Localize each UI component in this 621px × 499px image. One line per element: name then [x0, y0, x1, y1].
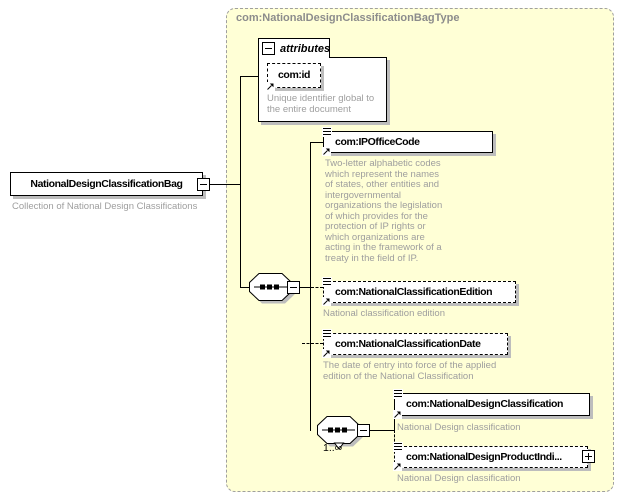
- reference-arrow-icon: [322, 147, 331, 156]
- attribute-label: com:id: [277, 69, 311, 81]
- connector-line-optional: [394, 430, 395, 446]
- annotation-lines-icon: [322, 277, 332, 287]
- attribute-com-id[interactable]: com:id: [266, 63, 321, 91]
- reference-arrow-icon: [393, 462, 402, 471]
- connector-line: [210, 184, 241, 185]
- connector-line: [240, 287, 251, 288]
- element-description: National Design classification: [397, 473, 521, 484]
- element-description: Collection of National Design Classifica…: [12, 201, 198, 212]
- collapse-icon[interactable]: [262, 42, 275, 55]
- connector-line: [310, 142, 323, 143]
- connector-line: [370, 430, 394, 431]
- annotation-lines-icon: [322, 329, 332, 339]
- connector-line: [240, 76, 241, 288]
- reference-arrow-icon: [322, 349, 331, 358]
- element-ip-office-code[interactable]: com:IPOfficeCode: [322, 127, 493, 156]
- complex-type-title: com:NationalDesignClassificationBagType: [236, 12, 460, 24]
- element-label: com:NationalClassificationEdition: [335, 286, 493, 298]
- collapse-icon[interactable]: [287, 281, 300, 294]
- annotation-lines-icon: [393, 389, 403, 399]
- sequence-icon[interactable]: [249, 273, 297, 307]
- connector-line-optional: [302, 343, 323, 344]
- reference-arrow-icon: [322, 297, 331, 306]
- connector-line: [300, 287, 311, 288]
- element-national-design-product-indication[interactable]: com:NationalDesignProductIndi...: [393, 442, 588, 471]
- element-national-design-classification-bag[interactable]: NationalDesignClassificationBag: [10, 172, 203, 196]
- element-national-design-classification[interactable]: com:NationalDesignClassification: [393, 389, 590, 419]
- element-label: com:NationalDesignProductIndi...: [406, 451, 562, 463]
- annotation-lines-icon: [393, 442, 403, 452]
- connector-line: [310, 142, 311, 431]
- element-description: The date of entry into force of the appl…: [323, 360, 497, 382]
- attributes-group-header[interactable]: attributes: [258, 38, 330, 58]
- occurrence-label: 1..∞: [323, 442, 343, 454]
- element-description: Two-letter alphabetic codes which repres…: [325, 158, 443, 264]
- element-label: NationalDesignClassificationBag: [30, 178, 183, 190]
- attribute-description: Unique identifier global to the entire d…: [267, 93, 375, 115]
- element-label: com:NationalDesignClassification: [406, 398, 563, 410]
- collapse-icon[interactable]: [197, 178, 210, 191]
- reference-arrow-icon: [266, 82, 275, 91]
- connector-line: [240, 76, 259, 77]
- element-description: National Design classification: [397, 422, 521, 433]
- element-label: com:NationalClassificationDate: [335, 338, 481, 350]
- repeat-sequence-icon[interactable]: [317, 416, 365, 456]
- element-label: com:IPOfficeCode: [335, 136, 420, 148]
- connector-line: [394, 415, 395, 430]
- reference-arrow-icon: [393, 410, 402, 419]
- element-description: National classification edition: [323, 308, 445, 319]
- element-national-classification-date[interactable]: com:NationalClassificationDate: [322, 329, 508, 358]
- element-national-classification-edition[interactable]: com:NationalClassificationEdition: [322, 277, 516, 306]
- annotation-lines-icon: [322, 127, 332, 137]
- attributes-group-label: attributes: [280, 42, 331, 55]
- expand-icon[interactable]: [582, 450, 595, 463]
- connector-line-optional: [311, 287, 323, 288]
- collapse-icon[interactable]: [357, 424, 370, 437]
